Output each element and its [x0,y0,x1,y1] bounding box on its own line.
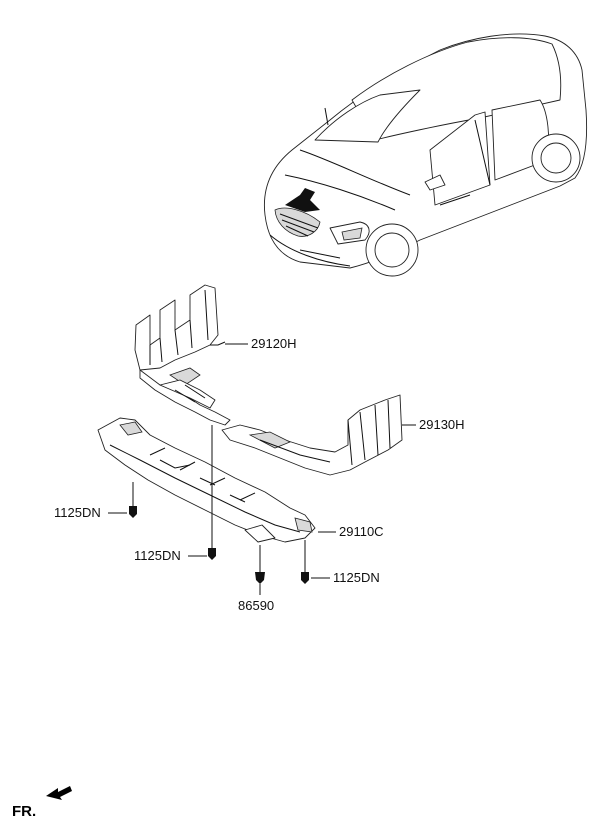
bolt-center [208,425,216,560]
cover-29110c [97,417,316,543]
label-clip: 86590 [238,598,274,613]
label-29110c: 29110C [339,524,384,539]
label-29130h: 29130H [419,417,465,432]
front-label: FR. [12,803,36,820]
label-29120h: 29120H [251,336,297,351]
front-arrow-icon [46,786,72,800]
label-bolt-right: 1125DN [333,570,380,585]
bolt-left [129,482,137,518]
cover-29130h [221,394,403,476]
car-illustration [263,33,588,277]
label-bolt-center: 1125DN [134,548,181,563]
clip-86590 [255,545,265,595]
bolt-right [301,540,309,584]
label-bolt-left: 1125DN [54,505,101,520]
front-direction-marker: FR. [12,786,72,820]
cover-29120h [134,284,231,426]
